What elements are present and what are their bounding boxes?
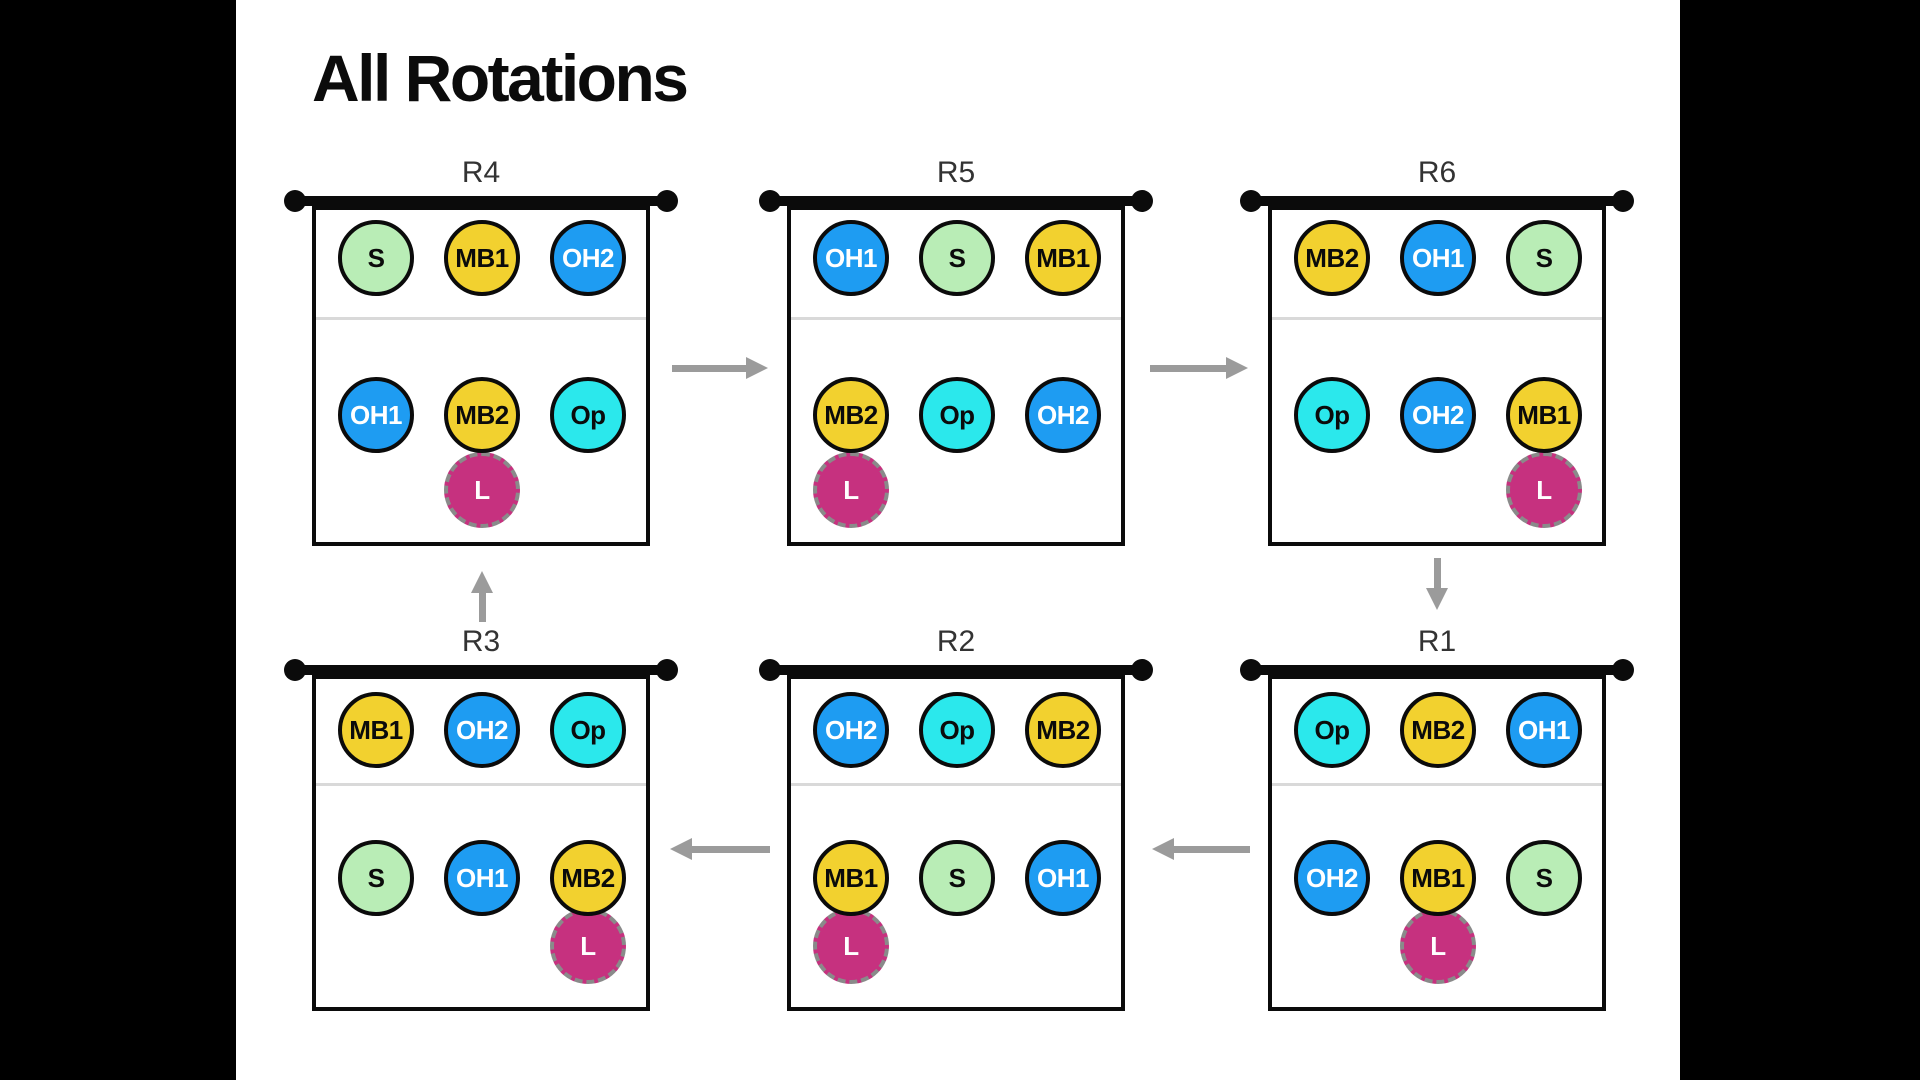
arrow-head [670, 838, 692, 860]
player-L: L [1400, 908, 1476, 984]
arrow-R2-to-R3-icon [670, 838, 770, 860]
player-L: L [444, 452, 520, 528]
arrow-head [746, 357, 768, 379]
player-S: S [338, 840, 414, 916]
net-bar [759, 190, 1153, 212]
arrow-shaft [1172, 846, 1250, 853]
player-OH2: OH2 [444, 692, 520, 768]
player-MB1: MB1 [813, 840, 889, 916]
player-Op: Op [550, 692, 626, 768]
arrow-head [1226, 357, 1248, 379]
arrow-R1-to-R2-icon [1152, 838, 1250, 860]
player-MB1: MB1 [444, 220, 520, 296]
player-Op: Op [1294, 377, 1370, 453]
arrow-shaft [690, 846, 770, 853]
net-bar [1240, 659, 1634, 681]
arrow-head [1426, 588, 1448, 610]
net-endpoint-left-icon [284, 190, 306, 212]
court-label: R4 [461, 156, 501, 189]
arrow-shaft [672, 365, 748, 372]
player-OH1: OH1 [1400, 220, 1476, 296]
player-MB1: MB1 [338, 692, 414, 768]
player-L: L [813, 452, 889, 528]
player-OH2: OH2 [1025, 377, 1101, 453]
court-label: R3 [461, 625, 501, 658]
player-OH2: OH2 [1294, 840, 1370, 916]
arrow-R3-to-R4-icon [471, 571, 493, 622]
player-Op: Op [1294, 692, 1370, 768]
player-S: S [919, 840, 995, 916]
net-bar [759, 659, 1153, 681]
player-OH2: OH2 [1400, 377, 1476, 453]
player-Op: Op [919, 692, 995, 768]
player-MB2: MB2 [1400, 692, 1476, 768]
net-endpoint-right-icon [1612, 659, 1634, 681]
court-label: R1 [1417, 625, 1457, 658]
letterbox-bar-right [1680, 0, 1920, 1080]
attack-line-divider [1272, 317, 1602, 320]
player-OH2: OH2 [550, 220, 626, 296]
player-Op: Op [550, 377, 626, 453]
player-Op: Op [919, 377, 995, 453]
net-endpoint-left-icon [1240, 659, 1262, 681]
net-endpoint-left-icon [759, 659, 781, 681]
attack-line-divider [316, 317, 646, 320]
court-label: R5 [936, 156, 976, 189]
net-endpoint-right-icon [1131, 659, 1153, 681]
player-L: L [1506, 452, 1582, 528]
net-bar [1240, 190, 1634, 212]
player-OH1: OH1 [338, 377, 414, 453]
player-OH1: OH1 [813, 220, 889, 296]
net-bar [284, 659, 678, 681]
player-L: L [550, 908, 626, 984]
arrow-R6-to-R1-icon [1426, 558, 1448, 610]
player-MB2: MB2 [813, 377, 889, 453]
court-label: R6 [1417, 156, 1457, 189]
player-S: S [919, 220, 995, 296]
net-endpoint-right-icon [656, 190, 678, 212]
net-bar [284, 190, 678, 212]
attack-line-divider [1272, 783, 1602, 786]
letterbox-bar-left [0, 0, 236, 1080]
player-MB1: MB1 [1506, 377, 1582, 453]
player-OH1: OH1 [444, 840, 520, 916]
net-endpoint-left-icon [759, 190, 781, 212]
player-L: L [813, 908, 889, 984]
arrow-head [471, 571, 493, 593]
arrow-head [1152, 838, 1174, 860]
attack-line-divider [316, 783, 646, 786]
arrow-shaft [1150, 365, 1228, 372]
arrow-R5-to-R6-icon [1150, 357, 1248, 379]
player-MB2: MB2 [444, 377, 520, 453]
player-MB2: MB2 [1025, 692, 1101, 768]
net-endpoint-left-icon [1240, 190, 1262, 212]
page-title: All Rotations [312, 41, 689, 115]
attack-line-divider [791, 783, 1121, 786]
player-S: S [338, 220, 414, 296]
arrow-R4-to-R5-icon [672, 357, 768, 379]
arrow-shaft [479, 591, 486, 622]
player-MB2: MB2 [1294, 220, 1370, 296]
player-OH1: OH1 [1025, 840, 1101, 916]
attack-line-divider [791, 317, 1121, 320]
court-label: R2 [936, 625, 976, 658]
player-MB1: MB1 [1400, 840, 1476, 916]
player-S: S [1506, 220, 1582, 296]
player-OH2: OH2 [813, 692, 889, 768]
net-endpoint-right-icon [1131, 190, 1153, 212]
arrow-shaft [1434, 558, 1441, 590]
net-endpoint-right-icon [656, 659, 678, 681]
court-rect: MB2 OH1 S L Op OH2 MB1 [1268, 206, 1606, 546]
player-S: S [1506, 840, 1582, 916]
net-endpoint-left-icon [284, 659, 306, 681]
player-MB1: MB1 [1025, 220, 1101, 296]
player-MB2: MB2 [550, 840, 626, 916]
net-endpoint-right-icon [1612, 190, 1634, 212]
player-OH1: OH1 [1506, 692, 1582, 768]
